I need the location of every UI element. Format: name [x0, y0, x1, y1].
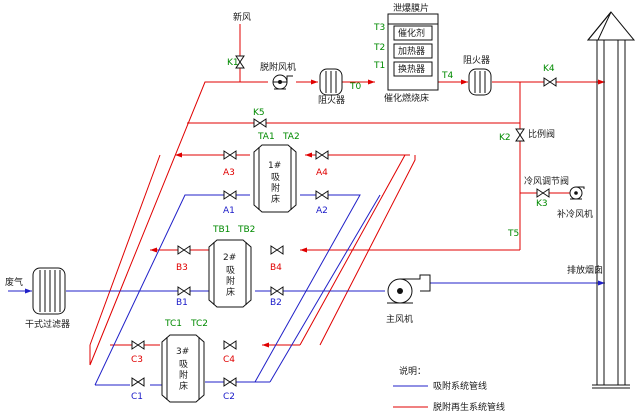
- valve-b1[interactable]: [177, 286, 191, 296]
- label-c4: C4: [223, 355, 235, 365]
- adsorption-lines: [8, 194, 605, 386]
- label-b4: B4: [270, 263, 282, 273]
- valve-b2[interactable]: [270, 286, 284, 296]
- valve-a4[interactable]: [315, 150, 329, 160]
- label-k1: K1: [227, 58, 239, 68]
- label-k2: K2: [499, 133, 511, 143]
- valve-k5[interactable]: [253, 118, 267, 128]
- valve-b3[interactable]: [177, 245, 191, 255]
- label-ta1: TA1: [257, 132, 275, 142]
- label-explosion-vent: 泄爆膜片: [393, 2, 429, 14]
- label-makeup-fan: 补冷风机: [557, 208, 593, 220]
- label-fresh-air: 新风: [233, 11, 251, 23]
- label-k3: K3: [536, 199, 548, 209]
- label-tc2: TC2: [190, 319, 208, 329]
- label-t0: T0: [349, 82, 361, 92]
- adsorption-bed-3: [161, 334, 205, 403]
- label-t2: T2: [373, 43, 385, 53]
- dry-filter: [32, 267, 66, 315]
- label-k4: K4: [543, 64, 555, 74]
- label-flame-arrester-2: 阻火器: [463, 55, 490, 66]
- label-exhaust-stack: 排放烟囱: [567, 264, 603, 276]
- label-bed3-l3: 床: [179, 380, 188, 392]
- label-b3: B3: [176, 263, 188, 273]
- labels: 新风 K1 脱附风机 阻火器 T0 泄爆膜片 T3 T2 T1 催化剂 加热器 …: [5, 2, 603, 402]
- valve-a2[interactable]: [315, 190, 329, 200]
- valve-c1[interactable]: [131, 377, 145, 387]
- label-ta2: TA2: [282, 132, 300, 142]
- label-t1: T1: [373, 61, 385, 71]
- label-ratio-valve: 比例阀: [528, 128, 555, 140]
- main-fan: [387, 274, 431, 304]
- label-bed1-l2: 附: [271, 182, 280, 194]
- label-cold-air-valve: 冷风调节阀: [524, 175, 569, 187]
- valve-c2[interactable]: [223, 377, 237, 387]
- label-a3: A3: [223, 168, 235, 178]
- legend: 说明： 吸附系统管线 脱附再生系统管线: [393, 365, 505, 412]
- flame-arrester-2: [468, 68, 492, 96]
- label-bed2-l3: 床: [226, 286, 235, 298]
- label-dry-filter: 干式过滤器: [25, 318, 70, 330]
- label-heat-exchanger: 换热器: [398, 63, 425, 75]
- label-t5: T5: [507, 229, 519, 239]
- label-tb2: TB2: [237, 225, 255, 235]
- regeneration-lines: [89, 24, 605, 366]
- label-k5: K5: [253, 108, 265, 118]
- label-bed3-name: 3#: [176, 347, 189, 357]
- flame-arrester-1: [319, 68, 343, 96]
- adsorption-bed-2: [208, 239, 252, 308]
- label-a4: A4: [316, 168, 328, 178]
- valve-c4[interactable]: [223, 340, 237, 350]
- label-desorb-fan: 脱附风机: [260, 61, 296, 73]
- label-heater: 加热器: [398, 45, 425, 57]
- legend-title: 说明：: [399, 365, 426, 377]
- label-b1: B1: [176, 298, 188, 308]
- label-b2: B2: [270, 298, 282, 308]
- label-waste-gas: 废气: [5, 276, 23, 288]
- label-c3: C3: [131, 355, 143, 365]
- label-catalyst: 催化剂: [398, 27, 425, 39]
- makeup-cold-air-fan: [569, 186, 585, 200]
- label-main-fan: 主风机: [386, 313, 413, 325]
- label-a1: A1: [223, 206, 235, 216]
- label-bed1-name: 1#: [268, 161, 281, 171]
- label-c2: C2: [223, 392, 235, 402]
- valve-a1[interactable]: [223, 190, 237, 200]
- label-flame-arrester-1: 阻火器: [318, 95, 345, 106]
- label-catalytic-bed: 催化燃烧床: [384, 92, 429, 104]
- label-tb1: TB1: [212, 225, 230, 235]
- label-bed2-name: 2#: [223, 253, 236, 263]
- label-bed1-l3: 床: [271, 193, 280, 205]
- valve-k2[interactable]: [515, 128, 525, 142]
- adsorption-bed-1: [253, 144, 297, 213]
- label-bed2-l2: 附: [226, 275, 235, 287]
- label-bed3-l1: 吸: [179, 359, 188, 370]
- label-t3: T3: [373, 23, 385, 33]
- valve-c3[interactable]: [131, 340, 145, 350]
- desorption-fan: [272, 74, 293, 90]
- catalytic-combustion-bed: [387, 13, 439, 91]
- exhaust-stack: [586, 11, 636, 389]
- valve-a3[interactable]: [223, 150, 237, 160]
- label-bed1-l1: 吸: [271, 172, 280, 183]
- label-a2: A2: [316, 206, 328, 216]
- label-t4: T4: [441, 71, 453, 81]
- label-tc1: TC1: [164, 319, 182, 329]
- legend-regeneration: 脱附再生系统管线: [433, 401, 505, 412]
- valve-k4[interactable]: [543, 77, 557, 87]
- legend-adsorption: 吸附系统管线: [433, 380, 487, 392]
- valve-b4[interactable]: [270, 245, 284, 255]
- label-bed2-l1: 吸: [226, 265, 235, 276]
- valve-k3[interactable]: [536, 188, 550, 198]
- label-bed3-l2: 附: [179, 369, 188, 381]
- label-c1: C1: [131, 392, 143, 402]
